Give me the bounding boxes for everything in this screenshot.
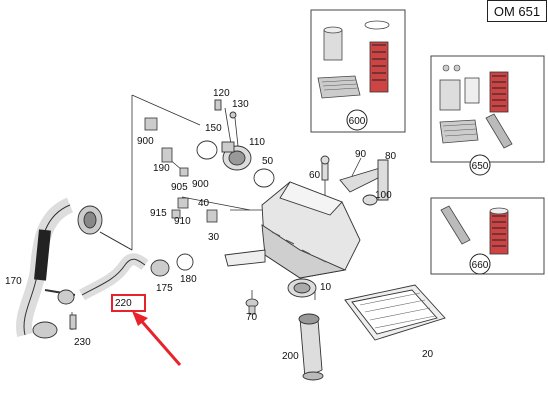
hose-220 [57, 253, 194, 330]
part-label-220: 220 [115, 298, 132, 309]
part-labels: 120 130 900 150 110 190 50 905 900 60 90… [5, 88, 434, 362]
part-label-50: 50 [262, 156, 274, 167]
part-label-70: 70 [246, 312, 258, 323]
part-label-150: 150 [205, 123, 222, 134]
part-label-900: 900 [137, 136, 154, 147]
air-duct-200 [298, 313, 324, 381]
part-label-200: 200 [282, 351, 299, 362]
intake-hose [16, 197, 103, 339]
part-label-905: 905 [171, 182, 188, 193]
part-label-100: 100 [375, 190, 392, 201]
kit-circle-600: 600 [346, 109, 368, 131]
part-label-230: 230 [74, 337, 91, 348]
part-label-110: 110 [249, 137, 265, 148]
kit-box-650 [430, 55, 545, 163]
part-label-915: 915 [150, 208, 167, 219]
engine-code-title: OM 651 [487, 0, 547, 22]
svg-text:600: 600 [349, 116, 366, 127]
part-label-175: 175 [156, 283, 173, 294]
part-label-910: 910 [174, 216, 191, 227]
part-label-190: 190 [153, 163, 170, 174]
part-label-180: 180 [180, 274, 197, 285]
part-label-20: 20 [422, 349, 434, 360]
part-label-80: 80 [385, 151, 397, 162]
part-label-40: 40 [198, 198, 210, 209]
part-label-120: 120 [213, 88, 230, 99]
filter-element [344, 284, 446, 341]
part-label-900b: 900 [192, 179, 209, 190]
kit-circle-660: 660 [469, 253, 491, 275]
kit-circle-650: 650 [469, 154, 491, 176]
sensor-connectors [144, 117, 218, 223]
part-label-10: 10 [320, 282, 332, 293]
part-label-170: 170 [5, 276, 22, 287]
part-label-130: 130 [232, 99, 249, 110]
svg-text:650: 650 [472, 161, 489, 172]
highlight-arrow [132, 311, 182, 366]
part-label-30: 30 [208, 232, 220, 243]
part-label-60: 60 [309, 170, 321, 181]
bolt-70 [245, 298, 259, 315]
mounting-bracket [320, 155, 389, 206]
air-mass-sensor [196, 99, 275, 188]
air-filter-housing [224, 181, 361, 298]
highlight-box [111, 294, 146, 312]
part-label-90: 90 [355, 149, 367, 160]
svg-text:660: 660 [472, 260, 489, 271]
